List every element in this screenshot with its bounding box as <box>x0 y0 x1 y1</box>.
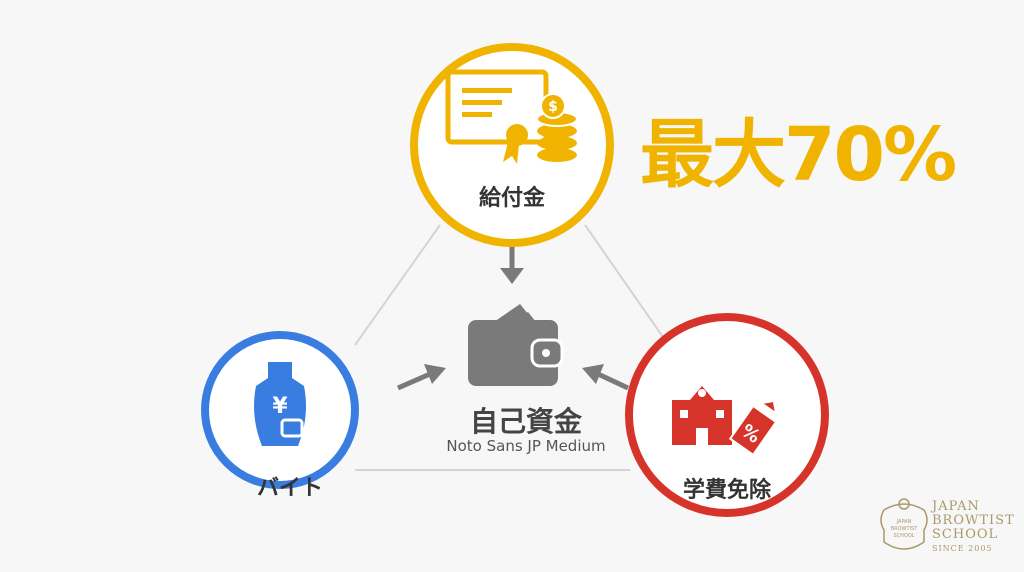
school-discount-tag-icon: % <box>672 386 778 457</box>
school-logo-emblem: JAPAN BROWTIST SCHOOL <box>880 498 928 550</box>
triangle-lines <box>354 224 666 471</box>
svg-text:BROWTIST: BROWTIST <box>891 526 918 532</box>
logo-line3: SCHOOL <box>932 527 999 542</box>
tuition-exemption-label: 学費免除 <box>682 478 772 503</box>
svg-text:SCHOOL: SCHOOL <box>893 533 914 539</box>
font-note: Noto Sans JP Medium <box>446 437 606 455</box>
max-rate-headline: 最大70% <box>640 112 957 198</box>
svg-text:$: $ <box>548 99 558 115</box>
parttime-label: バイト <box>256 476 324 501</box>
svg-text:¥: ¥ <box>272 394 288 419</box>
certificate-coins-icon: $ <box>445 69 578 164</box>
svg-text:JAPAN: JAPAN <box>896 519 912 525</box>
arrows <box>396 245 630 391</box>
wallet-icon <box>468 304 564 386</box>
logo-since: SINCE 2005 <box>932 544 993 553</box>
school-logo-text: JAPAN BROWTIST SCHOOL SINCE 2005 <box>932 500 1015 556</box>
logo-line2: BROWTIST <box>932 513 1015 528</box>
apron-yen-icon: ¥ <box>254 362 306 446</box>
grant-label: 給付金 <box>478 186 546 211</box>
logo-line1: JAPAN <box>932 499 980 514</box>
self-funds-label: 自己資金 <box>469 405 583 438</box>
